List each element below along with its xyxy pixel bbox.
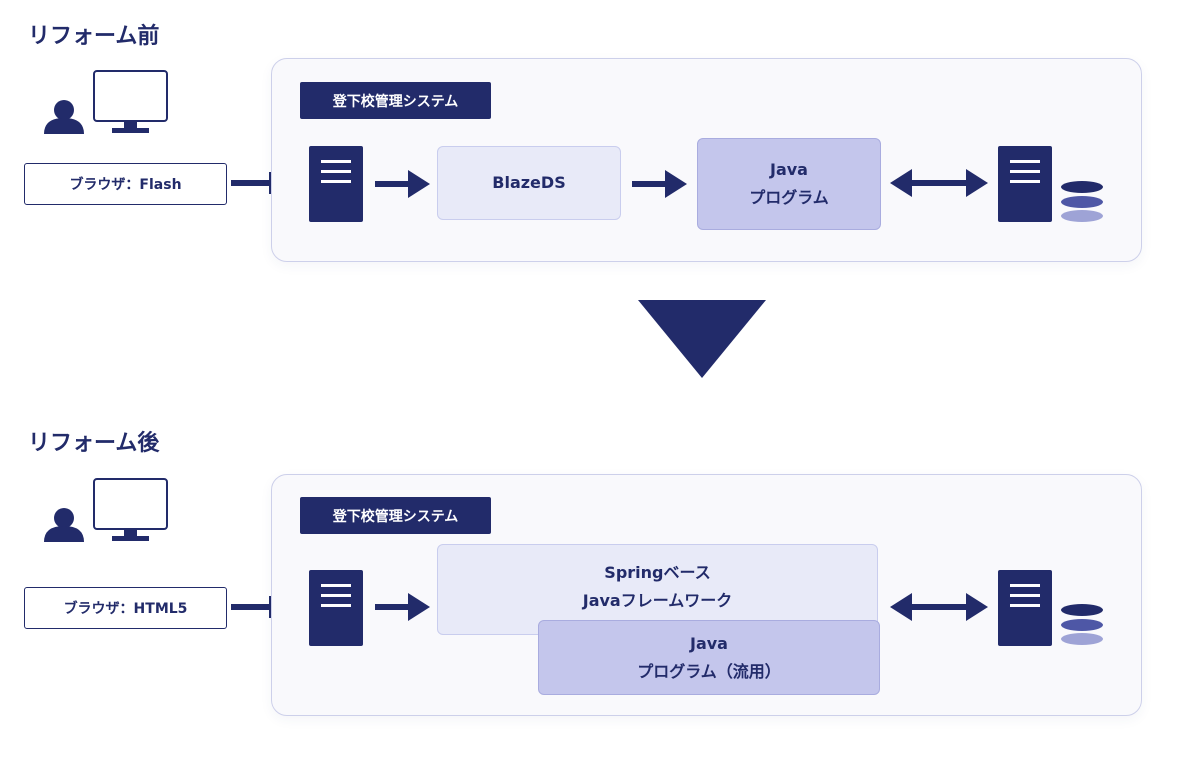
after-section-title: リフォーム後 — [28, 431, 160, 456]
user-icon — [44, 100, 84, 134]
down-triangle-icon — [638, 300, 766, 378]
arrow-right-icon — [231, 596, 273, 618]
browser-flash-label: ブラウザ：Flash — [24, 163, 227, 205]
blazeds-box: BlazeDS — [437, 146, 621, 220]
database-icon — [1061, 181, 1103, 222]
program-reused-label: プログラム（流用） — [637, 661, 781, 681]
user-computer-icon — [44, 70, 168, 134]
after-java-program-box: Java プログラム（流用） — [538, 620, 880, 695]
server-icon — [309, 146, 363, 222]
arrow-right-icon — [231, 172, 273, 194]
server-icon — [309, 570, 363, 646]
before-section-title: リフォーム前 — [28, 24, 160, 49]
database-icon — [1061, 604, 1103, 645]
double-arrow-icon — [890, 169, 988, 197]
framework-line2-label: Javaフレームワーク — [582, 591, 733, 610]
browser-html5-label: ブラウザ：HTML5 — [24, 587, 227, 629]
user-icon — [44, 508, 84, 542]
arrow-right-icon — [375, 593, 430, 621]
java-label: Java — [770, 160, 808, 179]
double-arrow-icon — [890, 593, 988, 621]
blazeds-label: BlazeDS — [492, 173, 566, 192]
server-icon — [998, 146, 1052, 222]
arrow-right-icon — [375, 170, 430, 198]
server-icon — [998, 570, 1052, 646]
program-label: プログラム — [749, 188, 829, 207]
user-computer-icon — [44, 478, 168, 542]
monitor-icon — [93, 70, 168, 133]
java-label: Java — [690, 633, 728, 653]
before-java-program-box: Java プログラム — [697, 138, 881, 230]
arrow-right-icon — [632, 170, 687, 198]
before-system-label: 登下校管理システム — [300, 82, 491, 119]
framework-line1-label: Springベース — [604, 563, 711, 582]
after-system-label: 登下校管理システム — [300, 497, 491, 534]
spring-framework-box: Springベース Javaフレームワーク — [437, 544, 878, 635]
monitor-icon — [93, 478, 168, 541]
